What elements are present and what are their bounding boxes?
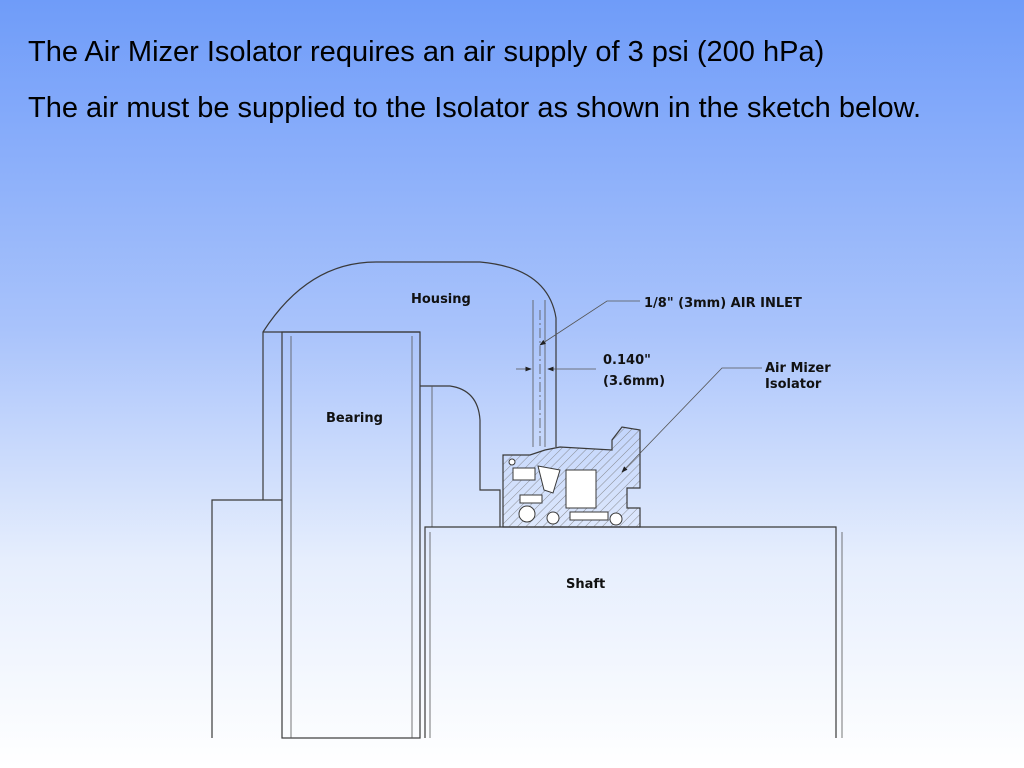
isolator-label-line1: Air Mizer <box>765 361 831 376</box>
housing-shoulder <box>420 385 501 527</box>
isolator-label-line2: Isolator <box>765 377 822 392</box>
slide-text: The Air Mizer Isolator requires an air s… <box>28 34 988 146</box>
outer-housing-wall <box>211 499 263 738</box>
housing-label: Housing <box>411 292 471 307</box>
housing-outline <box>262 261 557 500</box>
shaft-label: Shaft <box>566 577 605 592</box>
supply-instruction-text: The air must be supplied to the Isolator… <box>28 92 922 124</box>
air-inlet-leader <box>539 300 640 346</box>
isolator-seal <box>502 426 641 528</box>
shaft-outline <box>424 526 837 738</box>
bearing-label: Bearing <box>326 411 383 426</box>
isolator-leader <box>621 367 762 473</box>
gap-mm-label: (3.6mm) <box>603 374 665 389</box>
gap-inch-label: 0.140" <box>603 353 651 368</box>
supply-requirement-text: The Air Mizer Isolator requires an air s… <box>28 36 825 68</box>
air-inlet-label: 1/8" (3mm) AIR INLET <box>644 296 802 311</box>
bearing-body <box>281 331 421 739</box>
